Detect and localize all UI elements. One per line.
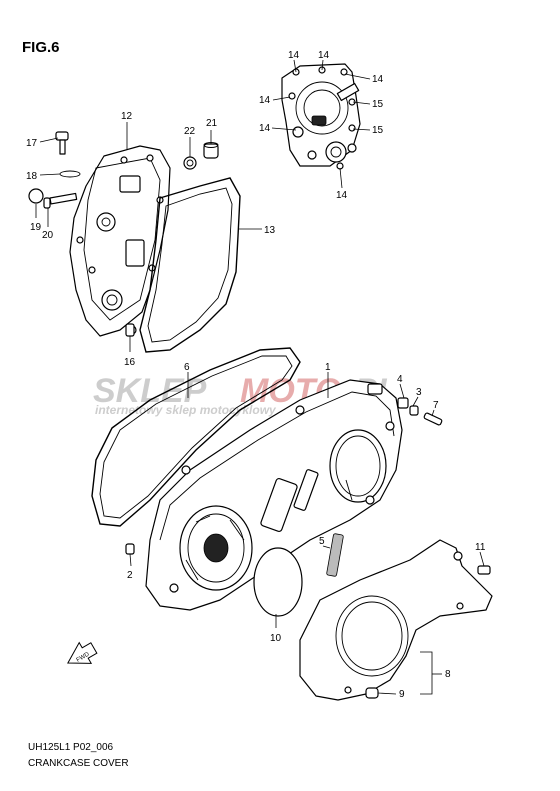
callout-10: 10 [270, 633, 282, 644]
callout-22: 22 [184, 126, 196, 137]
bolt-left [125, 543, 135, 555]
watermark-tagline: internetowy sklep motocyklowy [95, 403, 277, 417]
callout-19: 19 [30, 222, 42, 233]
bolt-set-right [367, 383, 443, 426]
callout-15-a: 15 [372, 99, 384, 110]
footer-name: CRANKCASE COVER [28, 758, 129, 769]
callout-9: 9 [399, 689, 405, 700]
cover-disc [253, 547, 303, 617]
callout-4: 4 [397, 374, 403, 385]
cover-screw [477, 565, 491, 575]
callout-1: 1 [325, 362, 331, 373]
callout-11: 11 [475, 542, 486, 553]
grommet [365, 687, 379, 699]
callout-16: 16 [124, 357, 136, 368]
callout-15-b: 15 [372, 125, 384, 136]
callout-14-c: 14 [372, 74, 384, 85]
callout-6: 6 [184, 362, 190, 373]
callout-14-f: 14 [336, 190, 348, 201]
callout-17: 17 [26, 138, 38, 149]
callout-12: 12 [121, 111, 133, 122]
figure-title: FIG.6 [22, 39, 60, 56]
leader-lines [35, 59, 485, 695]
large-gasket [91, 347, 301, 527]
callout-18: 18 [26, 171, 38, 182]
gasket [139, 177, 241, 353]
filler-cap [28, 188, 78, 209]
bushing-seal [183, 142, 219, 170]
dowel-pin [125, 323, 135, 337]
filter-strip [326, 533, 344, 577]
callout-5: 5 [319, 536, 325, 547]
callout-20: 20 [42, 230, 54, 241]
fwd-arrow: FWD [67, 641, 98, 664]
main-crankcase-cover [145, 379, 403, 611]
callout-14-a: 14 [288, 50, 300, 61]
callout-8: 8 [445, 669, 451, 680]
callouts: 14 14 14 14 15 14 15 14 12 17 18 19 20 2… [26, 50, 486, 700]
callout-21: 21 [206, 118, 218, 129]
footer-code: UH125L1 P02_006 [28, 742, 114, 753]
callout-14-d: 14 [259, 95, 271, 106]
callout-13: 13 [264, 225, 276, 236]
oil-plug [55, 131, 81, 178]
left-crankcase-cover [69, 145, 171, 337]
callout-14-b: 14 [318, 50, 330, 61]
outer-cover [299, 539, 493, 701]
callout-3: 3 [416, 387, 422, 398]
callout-14-e: 14 [259, 123, 271, 134]
small-side-cover [281, 63, 361, 170]
callout-7: 7 [433, 400, 439, 411]
callout-2: 2 [127, 570, 133, 581]
